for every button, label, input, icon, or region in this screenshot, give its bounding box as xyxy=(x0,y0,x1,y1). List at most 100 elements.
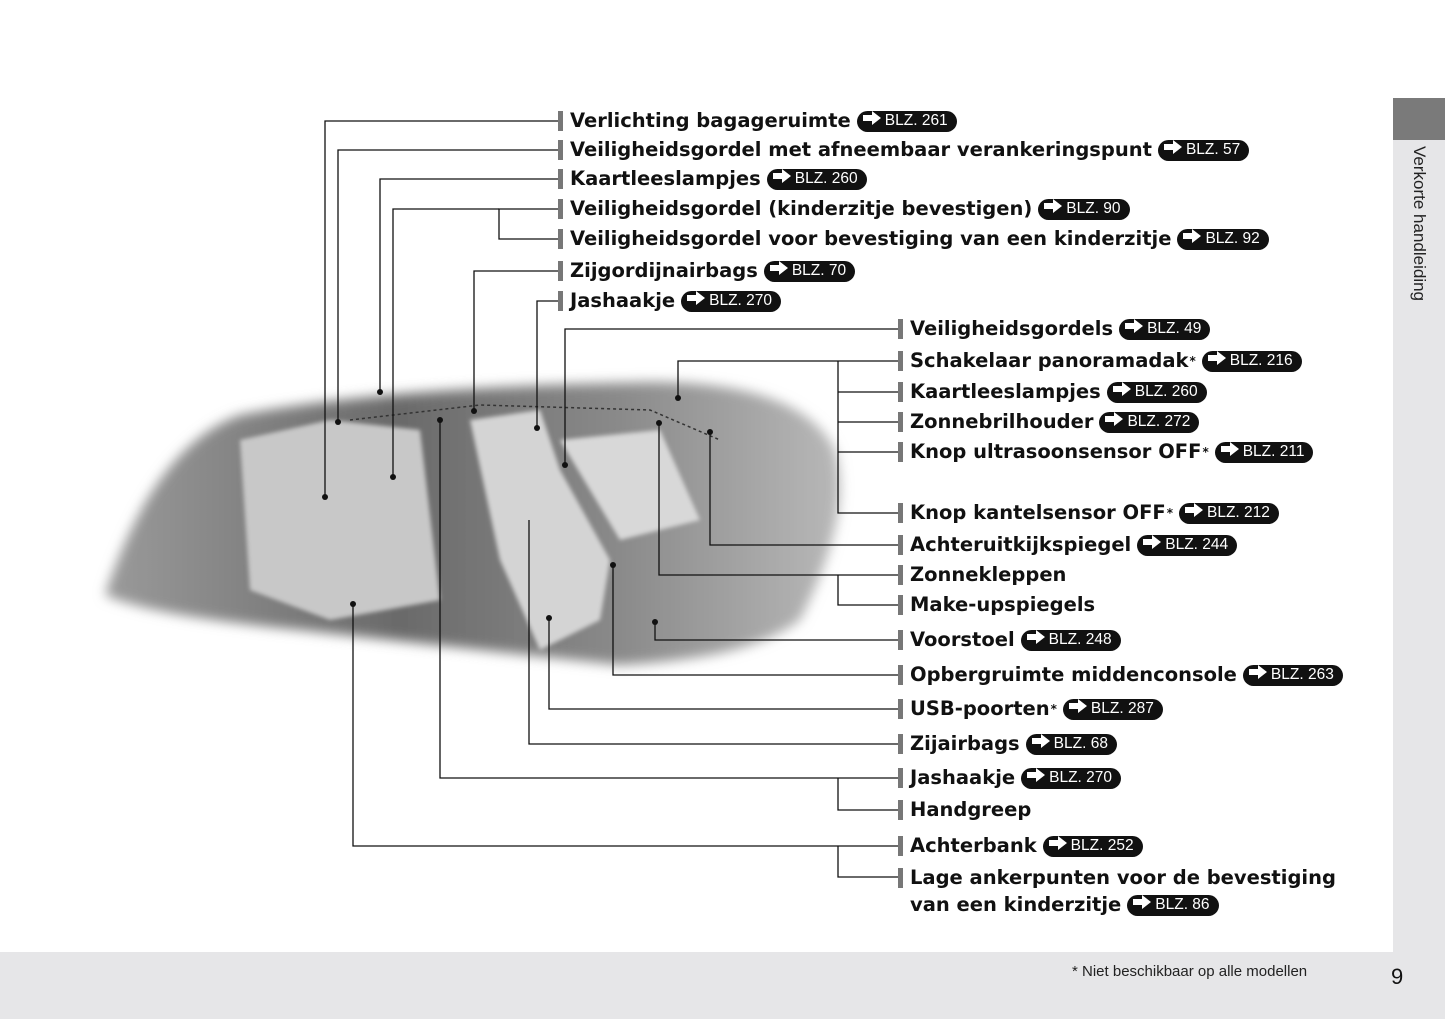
arrow-right-icon xyxy=(1181,227,1205,251)
page-ref-link[interactable]: BLZ. 252 xyxy=(1042,834,1143,858)
callout-label: Kaartleeslampjes BLZ. 260 xyxy=(898,380,1207,404)
arrow-right-icon xyxy=(1183,501,1207,525)
callout-tick xyxy=(558,169,563,189)
arrow-right-icon xyxy=(1247,663,1271,687)
page-ref-text: BLZ. 68 xyxy=(1053,735,1108,752)
page-ref-link[interactable]: BLZ. 212 xyxy=(1179,501,1279,525)
page-ref-text: BLZ. 263 xyxy=(1270,666,1334,683)
page-ref-link[interactable]: BLZ. 272 xyxy=(1099,410,1200,434)
callout-label: Knop ultrasoonsensor OFF*BLZ. 211 xyxy=(898,440,1314,464)
callout-text: Kaartleeslampjes xyxy=(910,380,1101,403)
callout-text: Knop ultrasoonsensor OFF xyxy=(910,440,1202,463)
page-ref-text: BLZ. 49 xyxy=(1147,320,1202,337)
page-ref-link[interactable]: BLZ. 90 xyxy=(1038,198,1130,220)
page-ref-link[interactable]: BLZ. 248 xyxy=(1020,628,1121,652)
callout-text: Veiligheidsgordel voor bevestiging van e… xyxy=(570,227,1172,250)
arrow-right-icon xyxy=(1123,317,1147,341)
callout-text: Zonnekleppen xyxy=(910,563,1067,586)
arrow-right-icon xyxy=(1025,766,1049,790)
page-ref-text: BLZ. 211 xyxy=(1242,443,1305,460)
page-ref-text: BLZ. 272 xyxy=(1127,413,1191,430)
callout-text: Opbergruimte middenconsole xyxy=(910,663,1237,686)
callout-text: Jashaakje xyxy=(570,289,676,312)
callout-label: Zijgordijnairbags BLZ. 70 xyxy=(558,259,856,283)
callout-label: Opbergruimte middenconsole BLZ. 263 xyxy=(898,663,1343,687)
arrow-right-icon xyxy=(1131,893,1155,917)
section-tab-label: Verkorte handleiding xyxy=(1410,146,1429,302)
page-ref-text: BLZ. 244 xyxy=(1165,536,1229,553)
callout-tick xyxy=(558,199,563,219)
page-ref-link[interactable]: BLZ. 270 xyxy=(1021,766,1122,790)
callout-label: Zonnekleppen xyxy=(898,563,1067,587)
callout-tick xyxy=(898,768,903,788)
page-ref-text: BLZ. 248 xyxy=(1048,631,1112,648)
arrow-right-icon xyxy=(1206,349,1230,373)
callout-text: Zonnebrilhouder xyxy=(910,410,1094,433)
callout-tick xyxy=(898,503,903,523)
page-ref-text: BLZ. 261 xyxy=(884,112,948,129)
arrow-right-icon xyxy=(1030,732,1054,756)
callout-text: USB-poorten xyxy=(910,697,1050,720)
callout-label: Schakelaar panoramadak*BLZ. 216 xyxy=(898,349,1302,373)
page-ref-link[interactable]: BLZ. 244 xyxy=(1137,533,1238,557)
arrow-right-icon xyxy=(1141,533,1165,557)
arrow-right-icon xyxy=(1162,138,1186,162)
page-ref-link[interactable]: BLZ. 287 xyxy=(1062,698,1163,720)
arrow-right-icon xyxy=(1103,410,1127,434)
callout-label: Veiligheidsgordel met afneembaar veranke… xyxy=(558,138,1250,162)
arrow-right-icon xyxy=(685,289,709,313)
callout-tick xyxy=(898,565,903,585)
footnote-star: * xyxy=(1050,702,1057,716)
callout-tick xyxy=(898,630,903,650)
callout-tick xyxy=(898,351,903,371)
footnote: * Niet beschikbaar op alle modellen xyxy=(1072,963,1308,980)
footer-band xyxy=(0,952,1445,1019)
callout-text: Schakelaar panoramadak xyxy=(910,349,1189,372)
callout-label: Make-upspiegels xyxy=(898,593,1096,617)
arrow-right-icon xyxy=(1047,834,1071,858)
callout-text: Zijgordijnairbags xyxy=(570,259,758,282)
page-ref-link[interactable]: BLZ. 68 xyxy=(1025,732,1117,756)
page-ref-link[interactable]: BLZ. 49 xyxy=(1119,317,1211,341)
page-ref-link[interactable]: BLZ. 260 xyxy=(766,168,867,190)
page-ref-link[interactable]: BLZ. 263 xyxy=(1242,663,1343,687)
page-ref-text: BLZ. 260 xyxy=(1134,383,1198,400)
callout-tick xyxy=(898,412,903,432)
page-ref-text: BLZ. 90 xyxy=(1066,200,1121,217)
callout-tick xyxy=(898,868,903,888)
page-ref-link[interactable]: BLZ. 216 xyxy=(1201,349,1302,373)
callout-text: Verlichting bagageruimte xyxy=(570,109,851,132)
callout-text: Make-upspiegels xyxy=(910,593,1096,616)
page-ref-link[interactable]: BLZ. 270 xyxy=(681,289,782,313)
page-ref-link[interactable]: BLZ. 86 xyxy=(1127,893,1219,917)
page-ref-link[interactable]: BLZ. 57 xyxy=(1157,138,1250,162)
arrow-right-icon xyxy=(768,259,792,283)
page-ref-text: BLZ. 270 xyxy=(1049,769,1113,786)
arrow-right-icon xyxy=(1025,628,1049,652)
section-tab: Verkorte handleiding xyxy=(1393,98,1445,952)
callout-label: Veiligheidsgordel voor bevestiging van e… xyxy=(558,227,1269,251)
callout-tick xyxy=(898,734,903,754)
page-ref-link[interactable]: BLZ. 260 xyxy=(1106,380,1207,404)
callout-text: Zijairbags xyxy=(910,732,1020,755)
callout-tick xyxy=(558,229,563,249)
callout-tick xyxy=(898,665,903,685)
callout-tick xyxy=(898,382,903,402)
page-ref-text: BLZ. 287 xyxy=(1090,700,1154,717)
callout-label: Veiligheidsgordel (kinderzitje bevestige… xyxy=(558,197,1130,221)
page-ref-text: BLZ. 216 xyxy=(1229,352,1293,369)
callout-text: Achterbank xyxy=(910,834,1037,857)
page-ref-link[interactable]: BLZ. 70 xyxy=(763,259,856,283)
callout-text: Handgreep xyxy=(910,798,1032,821)
page-ref-link[interactable]: BLZ. 92 xyxy=(1177,227,1269,251)
page-ref-link[interactable]: BLZ. 261 xyxy=(856,110,957,132)
callout-text: van een kinderzitje xyxy=(910,893,1122,916)
arrow-right-icon xyxy=(1111,380,1135,404)
page-ref-text: BLZ. 70 xyxy=(791,262,847,279)
page-ref-link[interactable]: BLZ. 211 xyxy=(1214,441,1314,463)
